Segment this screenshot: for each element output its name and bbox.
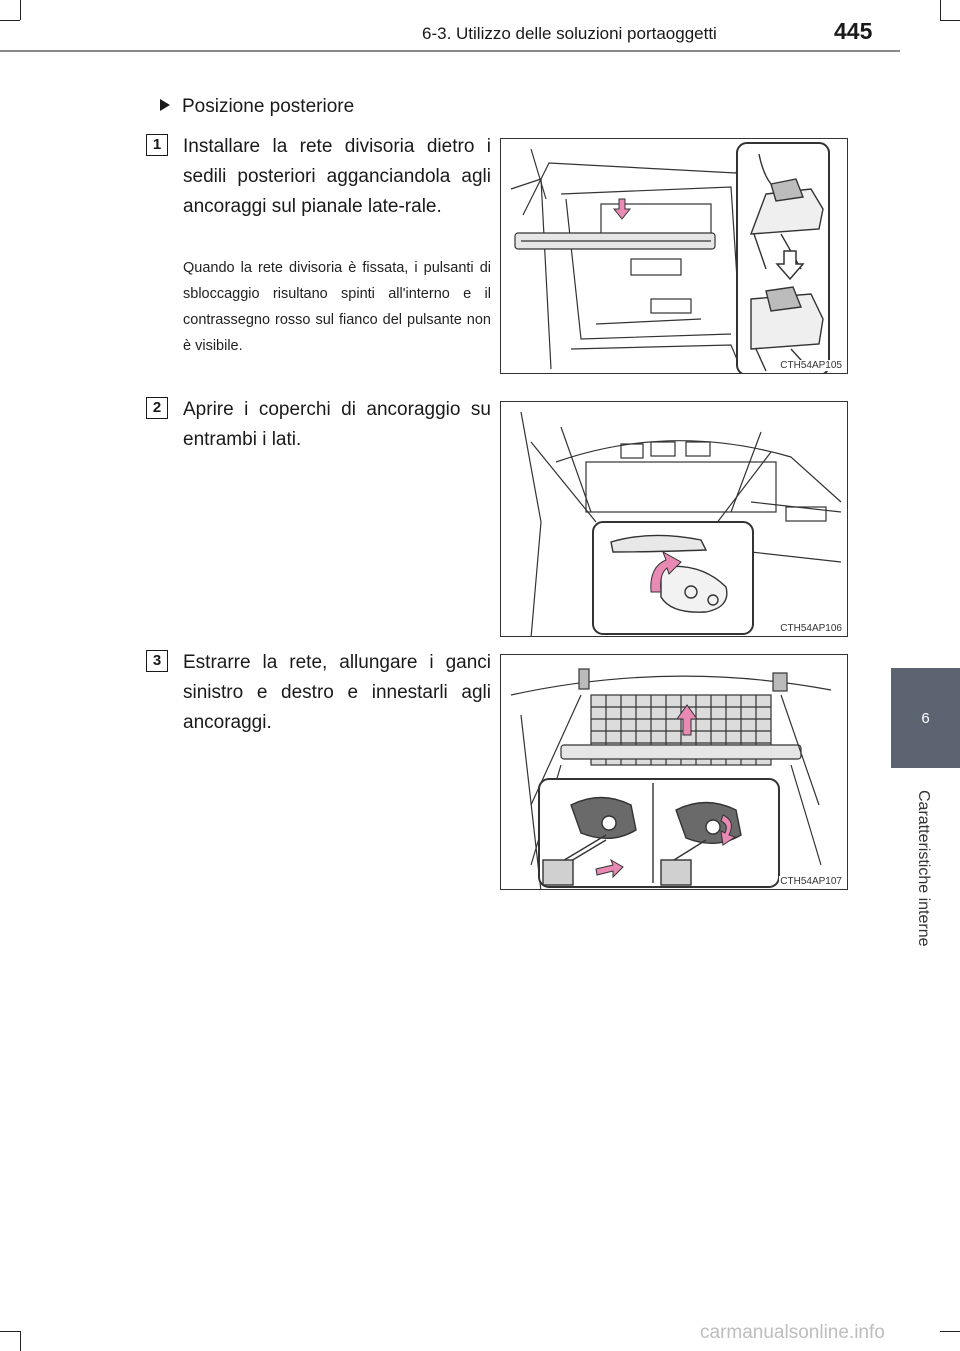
step-text-3: Estrarre la rete, allungare i ganci sini… xyxy=(183,652,491,733)
step-number-3: 3 xyxy=(146,650,168,672)
section-title: 6-3. Utilizzo delle soluzioni portaogget… xyxy=(422,24,717,43)
step-number-2: 2 xyxy=(146,397,168,419)
net-installation-illustration xyxy=(510,142,830,373)
figure-code-3: CTH54AP107 xyxy=(779,876,843,887)
step-number-1: 1 xyxy=(146,134,168,156)
header-divider xyxy=(0,50,900,52)
crop-mark xyxy=(20,0,21,20)
step-text-1: Installare la rete divisoria dietro i se… xyxy=(183,136,491,217)
crop-mark xyxy=(0,1331,20,1332)
crop-mark xyxy=(20,1331,21,1351)
subsection-title-text: Posizione posteriore xyxy=(182,96,355,117)
figure-code-1: CTH54AP105 xyxy=(779,360,843,371)
chapter-tab: 6 xyxy=(891,668,960,768)
crop-mark xyxy=(940,20,960,21)
hook-extension-illustration xyxy=(510,668,832,889)
crop-mark xyxy=(940,1331,960,1332)
watermark: carmanualsonline.info xyxy=(700,1322,885,1343)
figure-3-illustration: CTH54AP107 xyxy=(500,654,848,890)
step-note-1: Quando la rete divisoria è fissata, i pu… xyxy=(183,260,491,354)
subsection-title: Posizione posteriore xyxy=(160,96,354,118)
chapter-number: 6 xyxy=(921,710,930,727)
crop-mark xyxy=(0,20,20,21)
figure-2-illustration: CTH54AP106 xyxy=(500,401,848,637)
page-number: 445 xyxy=(834,18,873,44)
anchor-cover-illustration xyxy=(520,411,842,636)
triangle-bullet-icon xyxy=(160,98,170,111)
figure-code-2: CTH54AP106 xyxy=(779,623,843,634)
figure-1-illustration: CTH54AP105 xyxy=(500,138,848,374)
step-text-2: Aprire i coperchi di ancoraggio su entra… xyxy=(183,399,491,450)
chapter-name: Caratteristiche interne xyxy=(915,790,932,947)
crop-mark xyxy=(940,0,941,20)
